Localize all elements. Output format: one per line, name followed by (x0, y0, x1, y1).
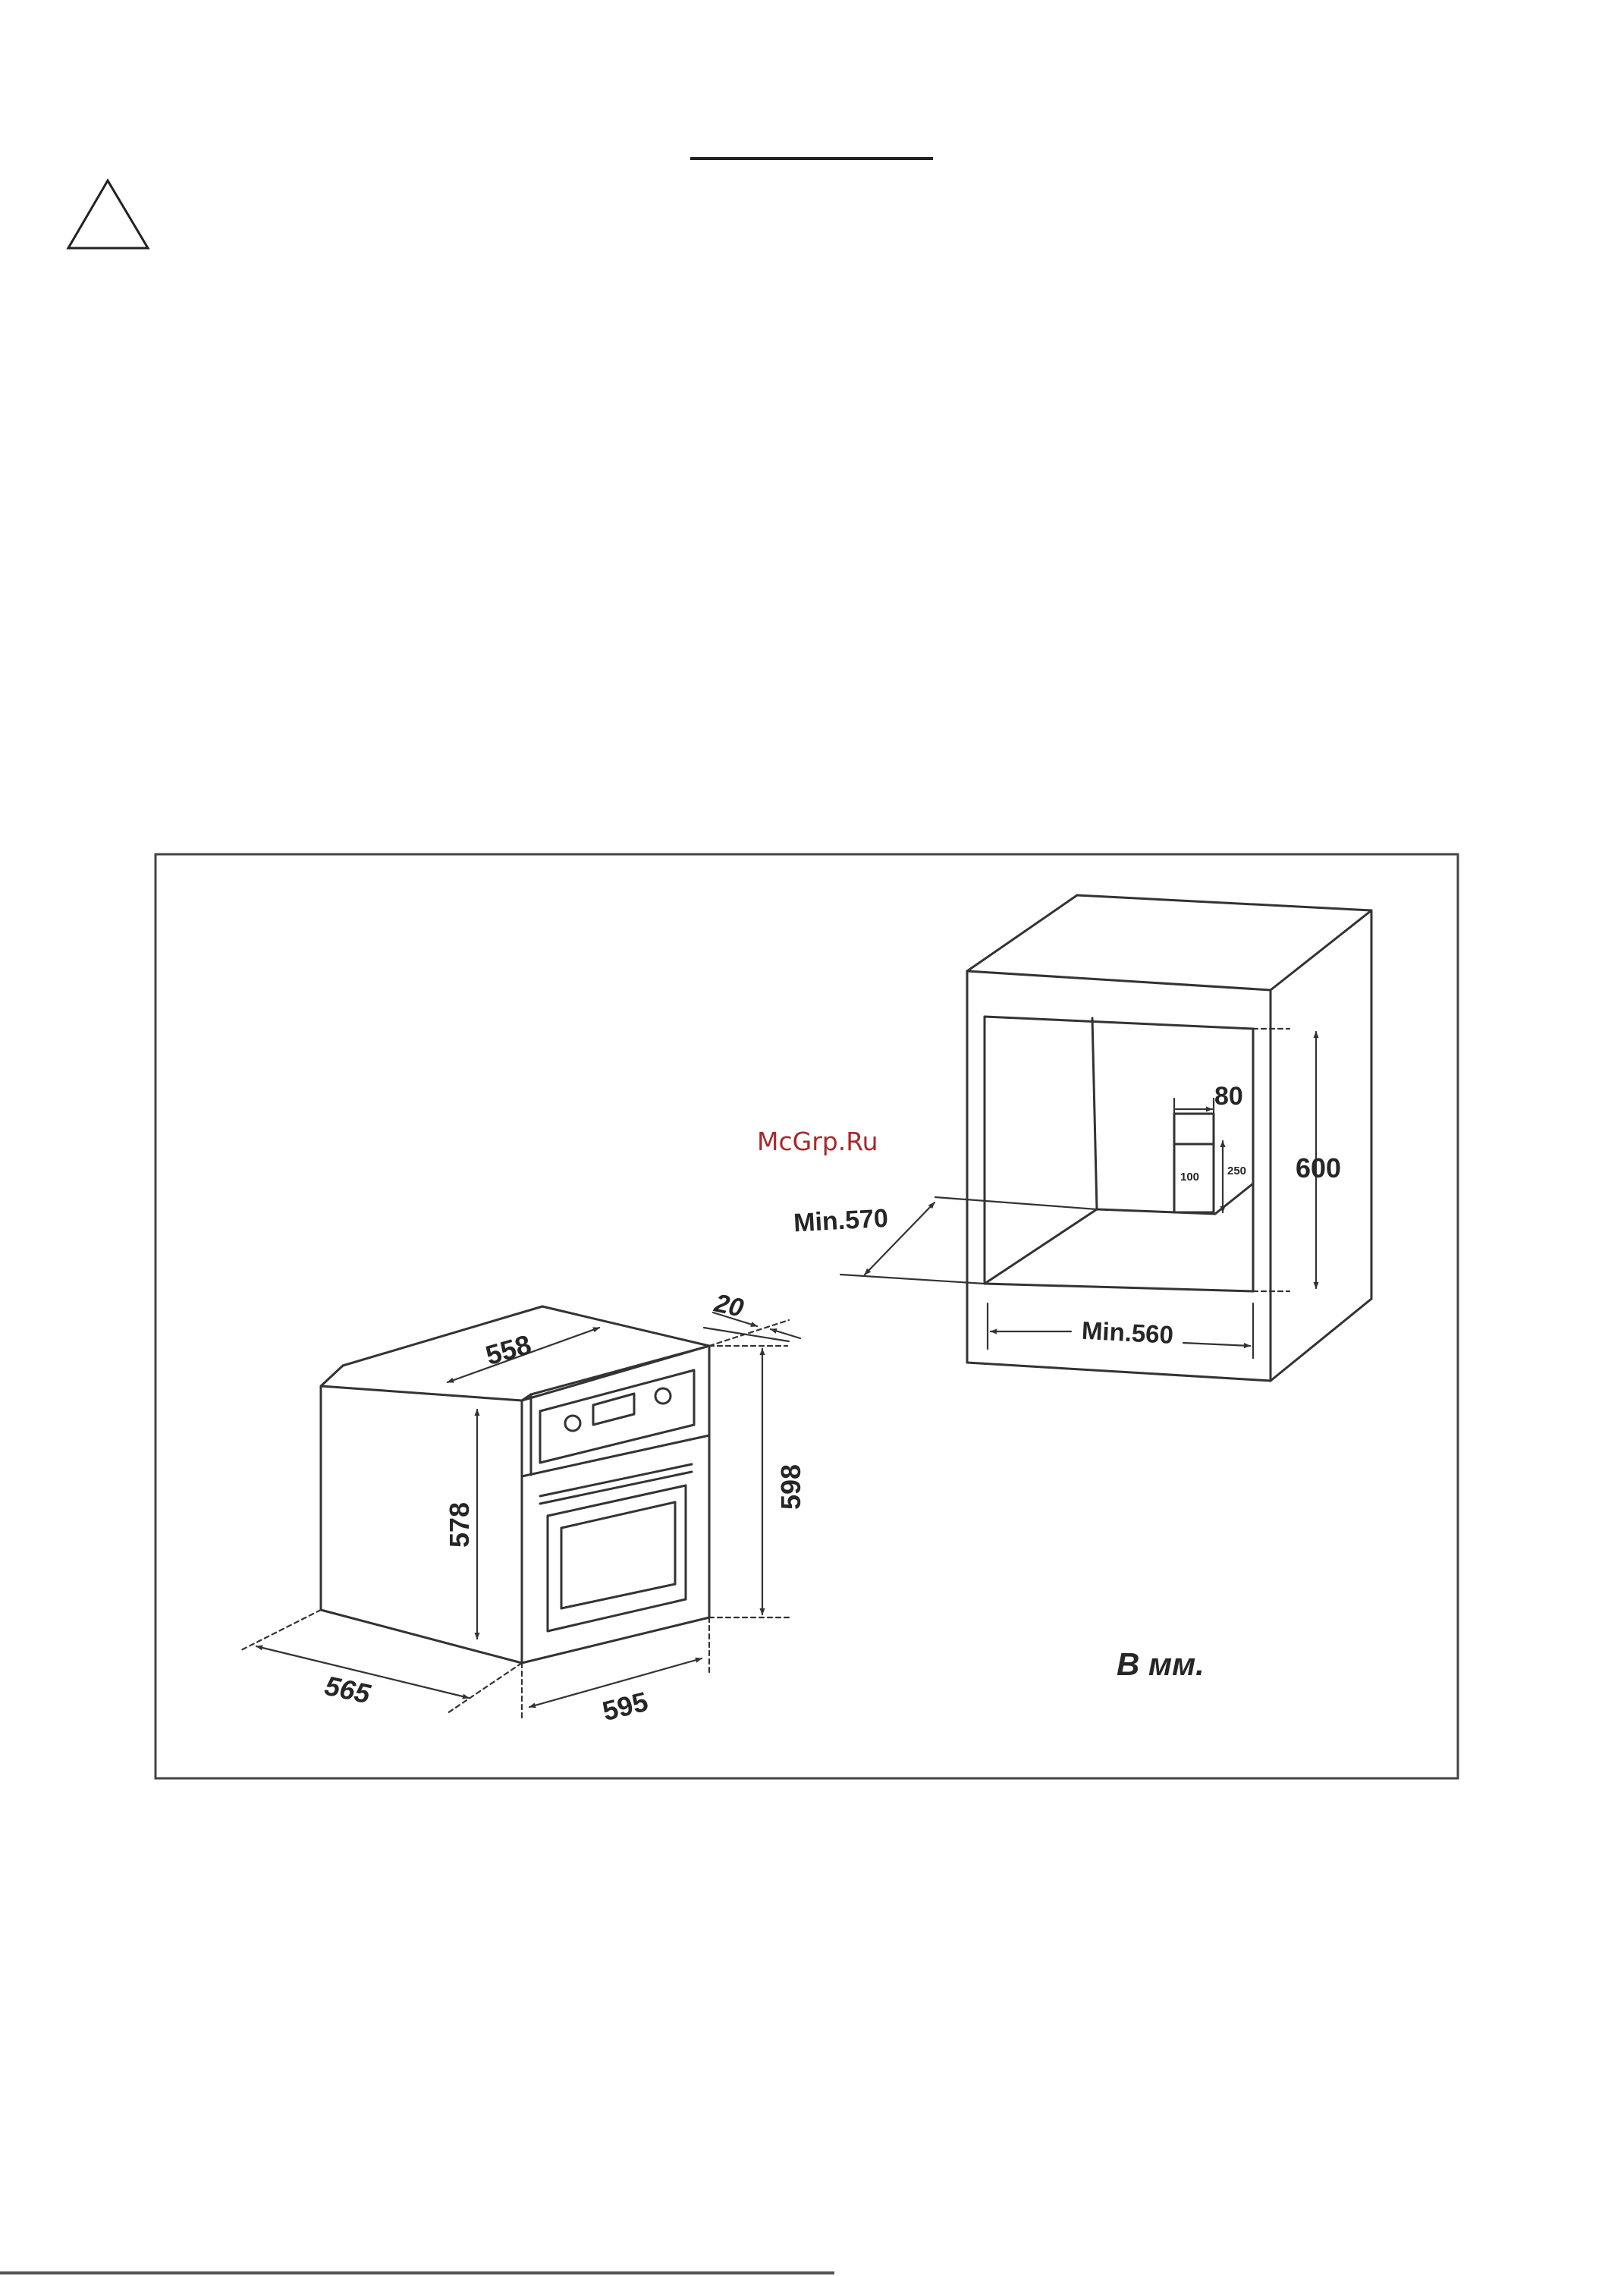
cabinet-dimension-lines (839, 1027, 1319, 1360)
oven-depth-label: 565 (322, 1670, 374, 1710)
warning-triangle-icon (66, 178, 150, 250)
cabinet-drawing (966, 894, 1373, 1382)
vent-dimension-b-label: 250 (1227, 1165, 1246, 1177)
diagram-frame (154, 853, 1459, 1780)
cabinet-depth-min-label: Min.570 (793, 1204, 889, 1237)
watermark-text: McGrp.Ru (757, 1127, 878, 1156)
oven-top-depth-label: 558 (482, 1328, 535, 1371)
oven-width-label: 595 (599, 1686, 651, 1727)
vent-width-label: 80 (1214, 1082, 1243, 1111)
cabinet-height-label: 600 (1296, 1152, 1341, 1184)
oven-front-height-label: 598 (775, 1464, 806, 1510)
vent-dimension-a-label: 100 (1180, 1171, 1199, 1184)
oven-body-height-label: 578 (444, 1502, 475, 1548)
oven-drawing (319, 1305, 711, 1665)
units-note: В мм. (1117, 1646, 1205, 1682)
cabinet-width-min-label: Min.560 (1081, 1316, 1174, 1349)
oven-front-thickness-label: 20 (711, 1288, 746, 1322)
oven-dimension-lines (240, 1311, 802, 1721)
